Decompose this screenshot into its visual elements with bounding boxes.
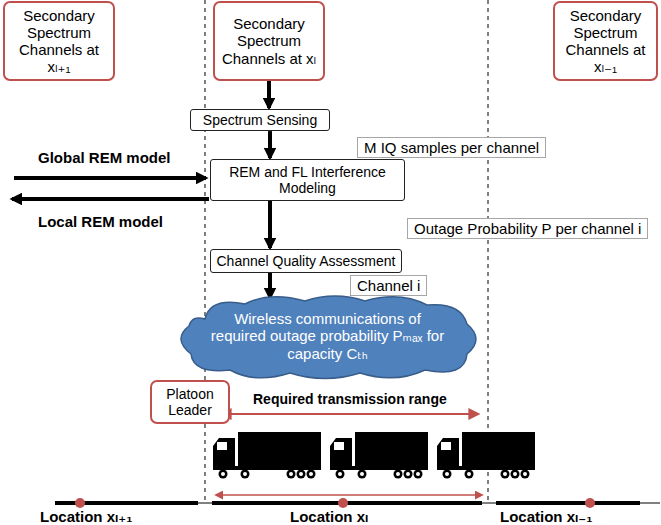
- node-text: Secondary Spectrum Channels at xₗ: [220, 15, 318, 67]
- range-arrow: [222, 413, 478, 415]
- location-label: Location xₗ₊₁: [40, 508, 132, 525]
- flow-arrow: [268, 201, 272, 248]
- node-text: Wireless communications of required outa…: [209, 310, 446, 362]
- model-label: Local REM model: [38, 213, 163, 230]
- model-label: Global REM model: [38, 149, 171, 166]
- node-text: Secondary Spectrum Channels at xₗ₊₁: [10, 7, 108, 76]
- process-box: Spectrum Sensing: [190, 109, 330, 131]
- edge-label: Outage Probability P per channel i: [407, 218, 648, 239]
- boundary-line: [205, 0, 206, 500]
- location-range-arrow: [216, 494, 482, 496]
- flow-arrow: [268, 273, 272, 298]
- process-box: REM and FL Interference Modeling: [210, 159, 405, 201]
- info-box: Platoon Leader: [150, 380, 230, 424]
- truck-platoon: [213, 432, 535, 479]
- location-dot: [338, 498, 348, 508]
- edge-label: M IQ samples per channel: [357, 137, 546, 158]
- info-box: Secondary Spectrum Channels at xₗ: [213, 1, 325, 81]
- location-dot: [585, 498, 595, 508]
- node-text: Spectrum Sensing: [203, 112, 317, 128]
- road: [55, 503, 660, 504]
- process-box: Channel Quality Assessment: [210, 249, 402, 273]
- node-text: Secondary Spectrum Channels at xₗ₋₁: [560, 7, 651, 76]
- edge-label: Channel i: [350, 275, 427, 296]
- flow-arrow: [268, 131, 272, 158]
- local-model-arrow: [12, 197, 209, 201]
- node-text: Platoon Leader: [157, 386, 223, 418]
- road-segment: [496, 501, 640, 505]
- range-label: Required transmission range: [253, 391, 447, 407]
- flow-arrow: [267, 81, 271, 108]
- node-text: Channel Quality Assessment: [217, 253, 396, 269]
- node-text: REM and FL Interference Modeling: [216, 164, 399, 196]
- location-dot: [75, 498, 85, 508]
- cloud-shape: Wireless communications of required outa…: [175, 294, 480, 378]
- location-label: Location xₗ: [290, 508, 368, 525]
- info-box: Secondary Spectrum Channels at xₗ₊₁: [3, 1, 115, 81]
- boundary-line: [488, 0, 489, 500]
- info-box: Secondary Spectrum Channels at xₗ₋₁: [553, 1, 658, 81]
- global-model-arrow: [14, 176, 206, 180]
- location-label: Location xₗ₋₁: [500, 508, 592, 525]
- cloud-path: [181, 296, 476, 379]
